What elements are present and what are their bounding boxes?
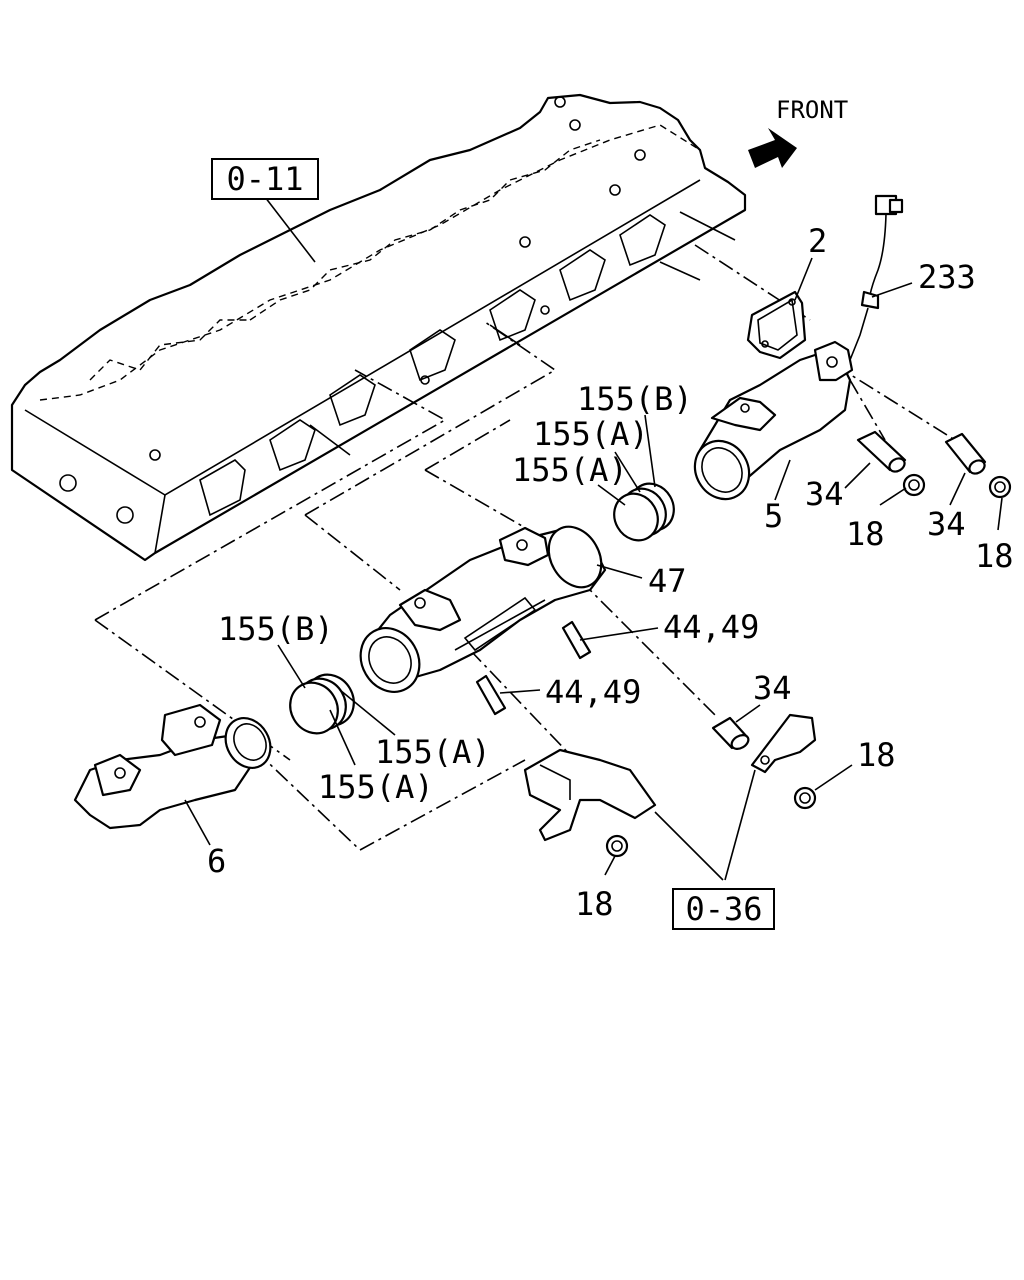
callout-155b-upper: 155(B) bbox=[577, 380, 693, 418]
callout-18-b: 18 bbox=[975, 537, 1014, 575]
sleeve-part-34-c bbox=[711, 716, 750, 750]
o-rings-upper bbox=[613, 482, 675, 542]
front-label: FRONT bbox=[776, 96, 848, 124]
gasket-part-2 bbox=[746, 290, 807, 360]
nut-part-18-b bbox=[988, 475, 1012, 499]
bolt-part-44-49-b bbox=[475, 674, 507, 716]
water-pipe-part-5 bbox=[693, 340, 854, 501]
sleeve-part-34-a bbox=[856, 430, 907, 473]
bracket-right bbox=[750, 713, 817, 774]
callout-5: 5 bbox=[764, 497, 783, 535]
bolt-part-44-49-a bbox=[561, 620, 592, 660]
nut-part-18-d bbox=[605, 834, 629, 858]
water-pipe-part-6 bbox=[73, 703, 272, 830]
bracket-lower bbox=[523, 748, 657, 842]
temperature-sensor-part-233 bbox=[849, 194, 904, 361]
callout-2: 2 bbox=[808, 222, 827, 260]
water-pipe-part-47 bbox=[359, 525, 607, 693]
sleeve-part-34-b bbox=[944, 432, 987, 475]
callout-34-c: 34 bbox=[753, 669, 792, 707]
callout-155a-upper-1: 155(A) bbox=[533, 415, 649, 453]
callout-155a-lower-2: 155(A) bbox=[318, 768, 434, 806]
callout-34-a: 34 bbox=[805, 475, 844, 513]
callout-155a-upper-2: 155(A) bbox=[512, 451, 628, 489]
callout-155a-lower-1: 155(A) bbox=[375, 733, 491, 771]
callout-44-49-b: 44,49 bbox=[545, 673, 641, 711]
nut-part-18-c bbox=[793, 786, 817, 810]
callout-6: 6 bbox=[207, 842, 226, 880]
leader-lines bbox=[184, 257, 1003, 876]
callout-233: 233 bbox=[918, 258, 976, 296]
callout-44-49-a: 44,49 bbox=[663, 608, 759, 646]
svg-text:0-36: 0-36 bbox=[685, 890, 762, 928]
callout-18-d: 18 bbox=[575, 885, 614, 923]
callout-47: 47 bbox=[648, 562, 687, 600]
nut-part-18-a bbox=[902, 473, 926, 497]
reference-box-0-36: 0-36 bbox=[672, 888, 775, 930]
callout-18-c: 18 bbox=[857, 736, 896, 774]
callout-155b-lower: 155(B) bbox=[218, 610, 334, 648]
cylinder-head-drawing bbox=[10, 93, 747, 562]
callout-18-a: 18 bbox=[846, 515, 885, 553]
svg-text:0-11: 0-11 bbox=[226, 160, 303, 198]
reference-box-0-11: 0-11 bbox=[211, 158, 319, 200]
callout-34-b: 34 bbox=[927, 505, 966, 543]
o-rings-lower bbox=[289, 673, 355, 735]
front-arrow-icon bbox=[748, 128, 797, 168]
